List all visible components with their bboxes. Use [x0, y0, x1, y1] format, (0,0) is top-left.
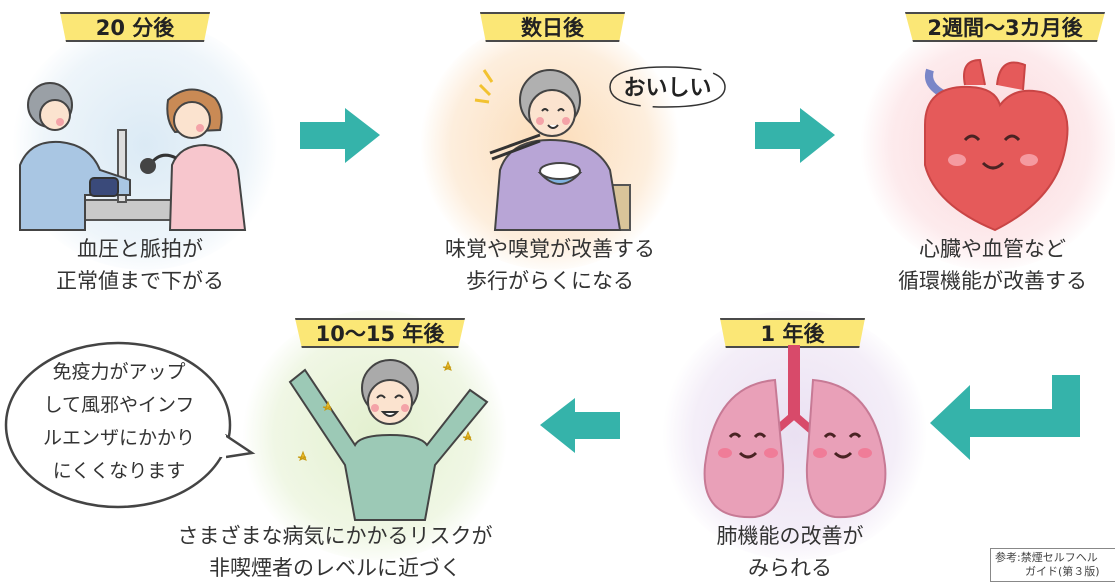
eating-illustration [474, 69, 631, 231]
bubble-line-1: 免疫力がアップ [52, 361, 186, 383]
arrow-left-icon [540, 398, 620, 453]
stage-1-time: 20 分後 [95, 16, 175, 40]
stage-3-caption: 心臓や血管など 循環機能が改善する [880, 233, 1105, 297]
lungs-illustration [703, 345, 887, 519]
stage-2-caption-line-2: 歩行がらくになる [466, 269, 634, 293]
speech-bubble-text: 免疫力がアップ して風邪やインフ ルエンザにかかり にくくなります [14, 356, 224, 488]
stage-5-caption: さまざまな病気にかかるリスクが 非喫煙者のレベルに近づく [150, 520, 520, 584]
stage-3-time-banner: 2週間〜3カ月後 [905, 12, 1105, 42]
stage-5-caption-line-2: 非喫煙者のレベルに近づく [209, 556, 461, 580]
bubble-line-2: して風邪やインフ [43, 394, 195, 416]
speech-taste-text: おいしい [623, 76, 712, 101]
reference-line-2: ガイド(第３版) [1025, 565, 1100, 578]
stage-2-time: 数日後 [521, 16, 584, 40]
bubble-line-4: にくくなります [52, 460, 186, 482]
stage-4-caption-line-2: みられる [748, 556, 832, 580]
stage-5-time-banner: 10〜15 年後 [295, 318, 465, 348]
stage-1-caption-line-2: 正常値まで下がる [56, 269, 224, 293]
stage-4-caption: 肺機能の改善が みられる [680, 520, 900, 584]
arrow-right-icon [300, 108, 380, 163]
reference-line-1: 参考:禁煙セルフヘル [995, 551, 1098, 564]
bubble-line-3: ルエンザにかかり [42, 427, 195, 449]
arrow-return-left-icon [930, 375, 1080, 460]
stage-4-caption-line-1: 肺機能の改善が [716, 524, 864, 548]
stage-5-caption-line-1: さまざまな病気にかかるリスクが [177, 524, 493, 548]
stage-3-caption-line-2: 循環機能が改善する [898, 269, 1087, 293]
stage-5-time: 10〜15 年後 [315, 322, 445, 346]
stage-4-time: 1 年後 [760, 322, 825, 346]
stage-3-time: 2週間〜3カ月後 [927, 16, 1083, 40]
healthy-elder-illustration [288, 359, 489, 521]
speech-taste-oval [609, 66, 726, 108]
heart-illustration [924, 58, 1069, 232]
stage-1-time-banner: 20 分後 [60, 12, 210, 42]
stage-2-time-banner: 数日後 [480, 12, 625, 42]
stage-4-time-banner: 1 年後 [720, 318, 865, 348]
stage-2-caption: 味覚や嗅覚が改善する 歩行がらくになる [420, 233, 680, 297]
stage-1-caption-line-1: 血圧と脈拍が [77, 237, 203, 261]
blood-pressure-illustration [19, 82, 247, 231]
stage-2-caption-line-1: 味覚や嗅覚が改善する [445, 237, 655, 261]
reference-note: 参考:禁煙セルフヘル ガイド(第３版) [990, 548, 1115, 582]
arrow-right-icon [755, 108, 835, 163]
stage-3-caption-line-1: 心臓や血管など [919, 237, 1066, 261]
speech-bubble [4, 341, 256, 509]
stage-1-caption: 血圧と脈拍が 正常値まで下がる [20, 233, 260, 297]
